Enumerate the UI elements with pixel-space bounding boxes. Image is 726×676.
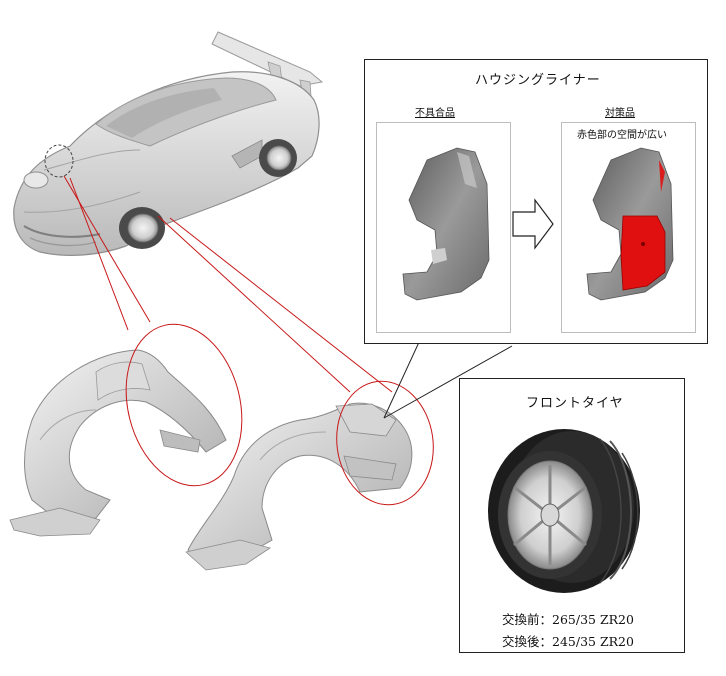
housing-liner-panel: ハウジングライナー 不具合品 対策品 赤色部の空間が広い [364,59,708,344]
housing-liner-title: ハウジングライナー [475,73,601,88]
front-tire-panel: フロントタイヤ [459,378,685,653]
countermeasure-liner-image [586,147,674,301]
defective-part-label: 不具合品 [415,108,455,119]
car-rear-wheel [259,139,297,177]
defective-liner-image [402,147,490,301]
callout-ellipse-right [336,380,434,506]
car-illustration [13,31,324,256]
front-tire-title: フロントタイヤ [526,396,624,411]
tire-image [488,429,640,593]
tire-spec-after: 交換後：245/35 ZR20 [502,634,634,649]
highlighted-space [620,215,666,291]
tire-illustration [488,429,640,593]
countermeasure-note: 赤色部の空間が広い [577,130,667,141]
panel-leader-lines [383,339,513,419]
housing-liner-right [185,402,413,571]
callout-ellipse-left [125,323,243,487]
countermeasure-part-label: 対策品 [605,108,635,119]
tire-spec-before: 交換前：265/35 ZR20 [502,612,634,627]
focus-circle [44,144,74,178]
car-front-wheel [119,207,165,249]
liner-comparison-illustration [402,147,674,301]
comparison-arrow-icon [512,198,554,250]
housing-liner-left [9,349,227,537]
callout-lines [63,175,434,506]
